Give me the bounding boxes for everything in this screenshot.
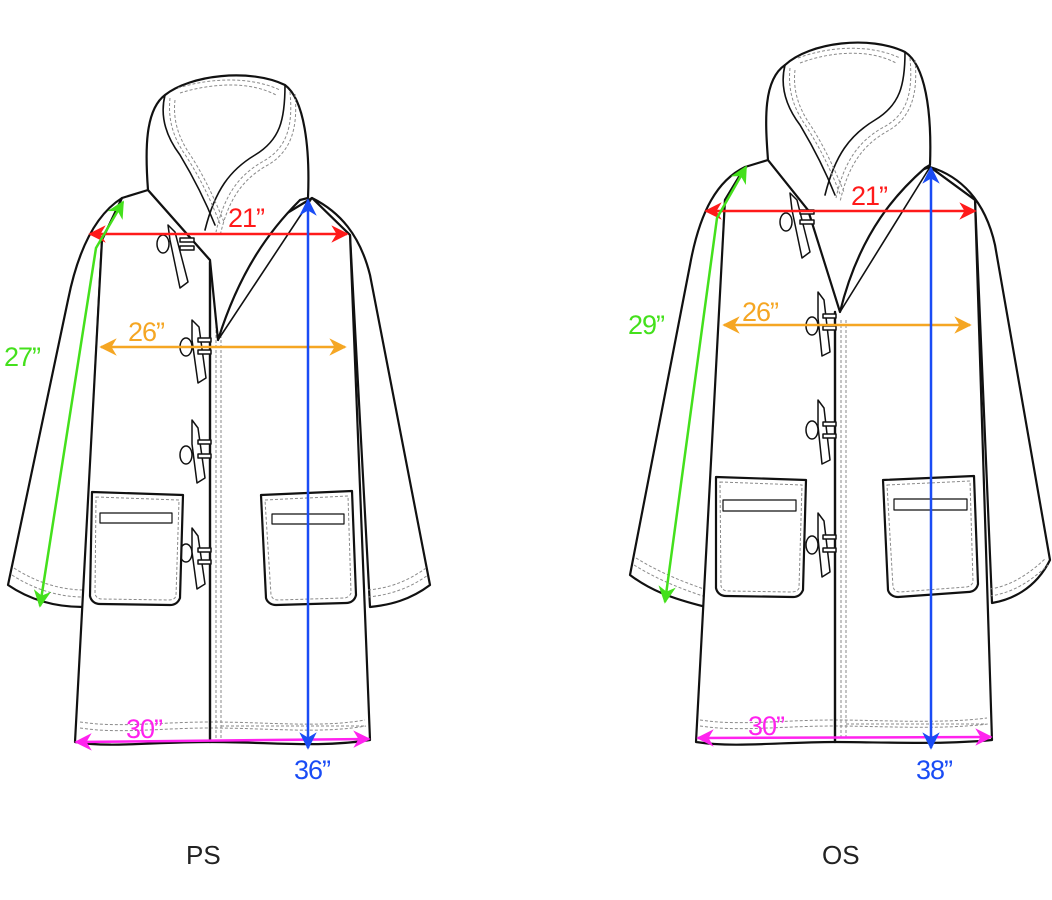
coat-ps [6, 74, 432, 751]
ps-chest-label: 26” [128, 317, 165, 347]
toggle-4 [805, 512, 837, 578]
ps-shoulder-label: 21” [228, 203, 265, 233]
ps-sleeve-line [33, 200, 125, 608]
size-label-ps: PS [186, 840, 221, 870]
os-chest-label: 26” [742, 297, 779, 327]
os-length-label: 38” [916, 755, 953, 785]
pocket-left [714, 475, 808, 599]
coat-os [628, 41, 1052, 750]
pocket-left [88, 490, 185, 607]
toggle-3 [179, 419, 212, 484]
toggle-3 [805, 399, 837, 465]
right-sleeve [310, 196, 432, 609]
ps-hem-label: 30” [126, 714, 163, 744]
os-hem-label: 30” [748, 711, 785, 741]
size-label-os: OS [822, 840, 860, 870]
ps-sleeve-label: 27” [4, 342, 41, 372]
ps-hem-line [74, 730, 371, 751]
right-sleeve [928, 165, 1052, 605]
ps-length-label: 36” [294, 755, 331, 785]
os-sleeve-label: 29” [628, 310, 665, 340]
os-sleeve-line [658, 165, 748, 604]
os-hem-line [696, 728, 993, 747]
collar [145, 74, 310, 342]
os-shoulder-label: 21” [851, 181, 888, 211]
